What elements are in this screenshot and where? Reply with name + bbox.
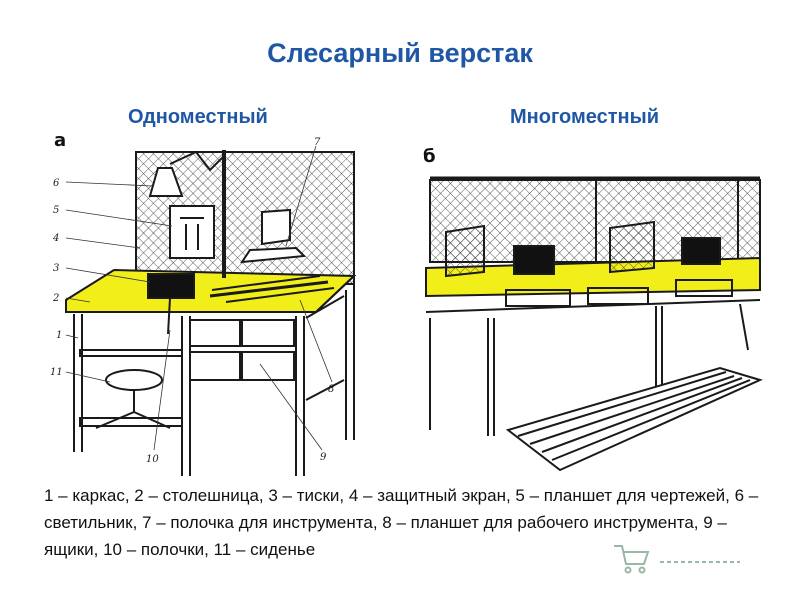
vise-1 — [513, 245, 555, 275]
multi-workbench — [425, 176, 763, 472]
callout-11: 11 — [50, 367, 63, 378]
legend-caption: 1 – каркас, 2 – столешница, 3 – тиски, 4… — [44, 486, 759, 559]
callout-6: 6 — [53, 178, 60, 189]
vise-2 — [681, 237, 721, 265]
lamp — [148, 167, 184, 197]
callout-7: 7 — [314, 137, 321, 148]
panel-letter-a: а — [54, 130, 67, 151]
drawing-tablet — [169, 205, 215, 259]
callout-4: 4 — [52, 233, 59, 244]
tool-shelf — [261, 208, 291, 246]
drawer — [189, 319, 241, 347]
callout-9: 9 — [320, 452, 327, 463]
single-workbench-heading: Одноместный — [128, 106, 268, 128]
callout-3: 3 — [53, 263, 59, 274]
diagram-title: Слесарный верстак — [267, 38, 533, 68]
panel-letter-b: б — [423, 146, 436, 167]
callout-1: 1 — [56, 330, 62, 341]
cart-watermark-icon — [614, 545, 740, 574]
callout-5: 5 — [53, 205, 59, 216]
shelf — [79, 349, 183, 357]
callout-8: 8 — [328, 384, 334, 395]
seat — [105, 369, 163, 391]
single-workbench — [65, 150, 357, 476]
vise — [147, 273, 195, 299]
callout-10: 10 — [146, 454, 159, 465]
callout-2: 2 — [52, 293, 59, 304]
multi-workbench-heading: Многоместный — [510, 106, 660, 128]
